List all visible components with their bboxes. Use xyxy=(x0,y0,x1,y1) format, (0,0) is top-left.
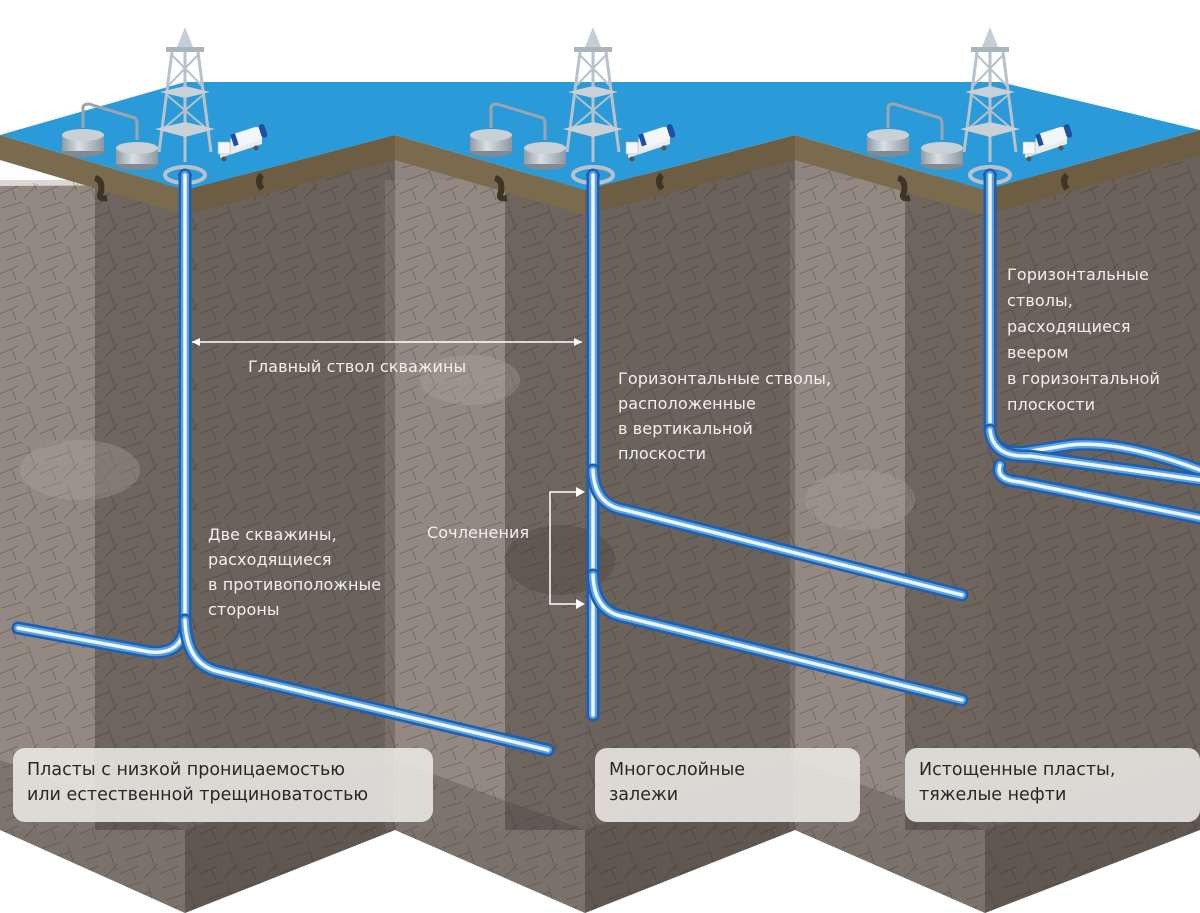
joints-bracket xyxy=(549,487,585,609)
derrick-icon xyxy=(563,27,623,162)
caption-depleted: Истощенные пласты, тяжелые нефти xyxy=(905,748,1200,822)
storage-tank-icon xyxy=(469,102,567,170)
tanker-truck-icon xyxy=(217,124,268,162)
caption-multilayer: Многослойные залежи xyxy=(595,748,860,822)
well-bores xyxy=(11,168,1200,757)
well-bore-3-fan-lower xyxy=(992,458,1200,525)
well-bore-1-branch-right xyxy=(178,613,555,757)
surface-site-3 xyxy=(866,27,1073,185)
joints-label: Сочленения xyxy=(427,523,530,542)
derrick-icon xyxy=(155,27,215,162)
main-bore-label: Главный ствол скважины xyxy=(248,357,467,376)
tanker-truck-icon xyxy=(625,124,676,162)
ground-surface xyxy=(0,82,1200,190)
main-bore-dimension-line xyxy=(192,338,582,346)
caption-low-permeability: Пласты с низкой проницаемостью или естес… xyxy=(13,748,433,822)
vertical-plane-label: Горизонтальные стволы, расположенные в в… xyxy=(618,369,832,463)
well-bore-2-branch-lower xyxy=(586,568,969,707)
well-bore-2-branch-upper xyxy=(586,463,969,602)
storage-tank-icon xyxy=(61,102,159,170)
two-wells-label: Две скважины, расходящиеся в противополо… xyxy=(208,525,382,619)
storage-tank-icon xyxy=(866,102,964,170)
well-bore-3-fan-middle xyxy=(983,423,1200,487)
derrick-icon xyxy=(960,27,1020,162)
soil-layer xyxy=(0,130,1200,215)
tanker-truck-icon xyxy=(1022,124,1073,162)
fan-horizontal-label: Горизонтальные стволы, расходящиеся веер… xyxy=(1007,265,1161,414)
surface-site-1 xyxy=(61,27,268,185)
